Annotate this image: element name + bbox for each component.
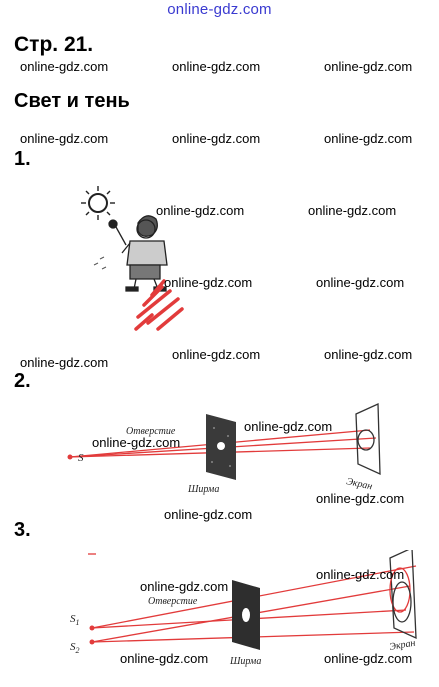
figure-1-illustration bbox=[81, 186, 184, 331]
screen-with-hole bbox=[232, 580, 260, 650]
boy-figure bbox=[108, 215, 168, 292]
item-number-3: 3. bbox=[14, 519, 31, 541]
watermark: online-gdz.com bbox=[316, 491, 405, 506]
display-label: Экран bbox=[345, 476, 373, 492]
item-number-1: 1. bbox=[14, 148, 31, 170]
source-1-label: S1 bbox=[70, 613, 80, 627]
section-heading: Свет и тень bbox=[14, 90, 130, 112]
watermark: online-gdz.com bbox=[172, 347, 261, 362]
display-screen bbox=[355, 403, 381, 476]
watermark: online-gdz.com bbox=[20, 59, 109, 74]
watermark: online-gdz.com bbox=[120, 651, 209, 666]
watermark: online-gdz.com bbox=[308, 203, 397, 218]
page-heading: Стр. 21. bbox=[14, 33, 94, 56]
watermark: online-gdz.com bbox=[140, 579, 229, 594]
watermark: online-gdz.com bbox=[324, 131, 413, 146]
watermark: online-gdz.com bbox=[172, 59, 261, 74]
figure-3-diagram: S1 S2 Отверстие Ширма Экран bbox=[70, 550, 417, 667]
shadow-strokes bbox=[134, 279, 184, 331]
screen-label: Ширма bbox=[229, 656, 261, 667]
display-screen bbox=[389, 550, 417, 640]
screen-label: Ширма bbox=[187, 484, 219, 495]
source-label: S bbox=[78, 452, 84, 464]
hole-label: Отверстие bbox=[126, 426, 176, 437]
watermark: online-gdz.com bbox=[20, 131, 109, 146]
light-source-point bbox=[67, 454, 73, 460]
item-number-2: 2. bbox=[14, 370, 31, 392]
watermark: online-gdz.com bbox=[164, 507, 253, 522]
hole-label: Отверстие bbox=[148, 596, 198, 607]
watermark: online-gdz.com bbox=[324, 651, 413, 666]
sun-icon bbox=[81, 186, 115, 220]
source-2-label: S2 bbox=[70, 641, 80, 655]
watermark: online-gdz.com bbox=[20, 355, 109, 370]
watermark: online-gdz.com bbox=[316, 567, 405, 582]
figure-2-diagram: S Отверстие Ширма Экран bbox=[67, 403, 381, 495]
watermark: online-gdz.com bbox=[324, 59, 413, 74]
watermark: online-gdz.com bbox=[244, 419, 333, 434]
watermark: online-gdz.com bbox=[316, 275, 405, 290]
light-source-1-point bbox=[89, 625, 95, 631]
display-label: Экран bbox=[389, 638, 417, 653]
watermark: online-gdz.com bbox=[172, 131, 261, 146]
grass-marks bbox=[93, 256, 107, 270]
watermark: online-gdz.com bbox=[164, 275, 253, 290]
watermark: online-gdz.com bbox=[92, 435, 181, 450]
watermark: online-gdz.com bbox=[324, 347, 413, 362]
screen-with-hole bbox=[206, 414, 236, 480]
site-watermark: online-gdz.com bbox=[167, 1, 272, 18]
light-source-2-point bbox=[89, 639, 95, 645]
watermark: online-gdz.com bbox=[156, 203, 245, 218]
